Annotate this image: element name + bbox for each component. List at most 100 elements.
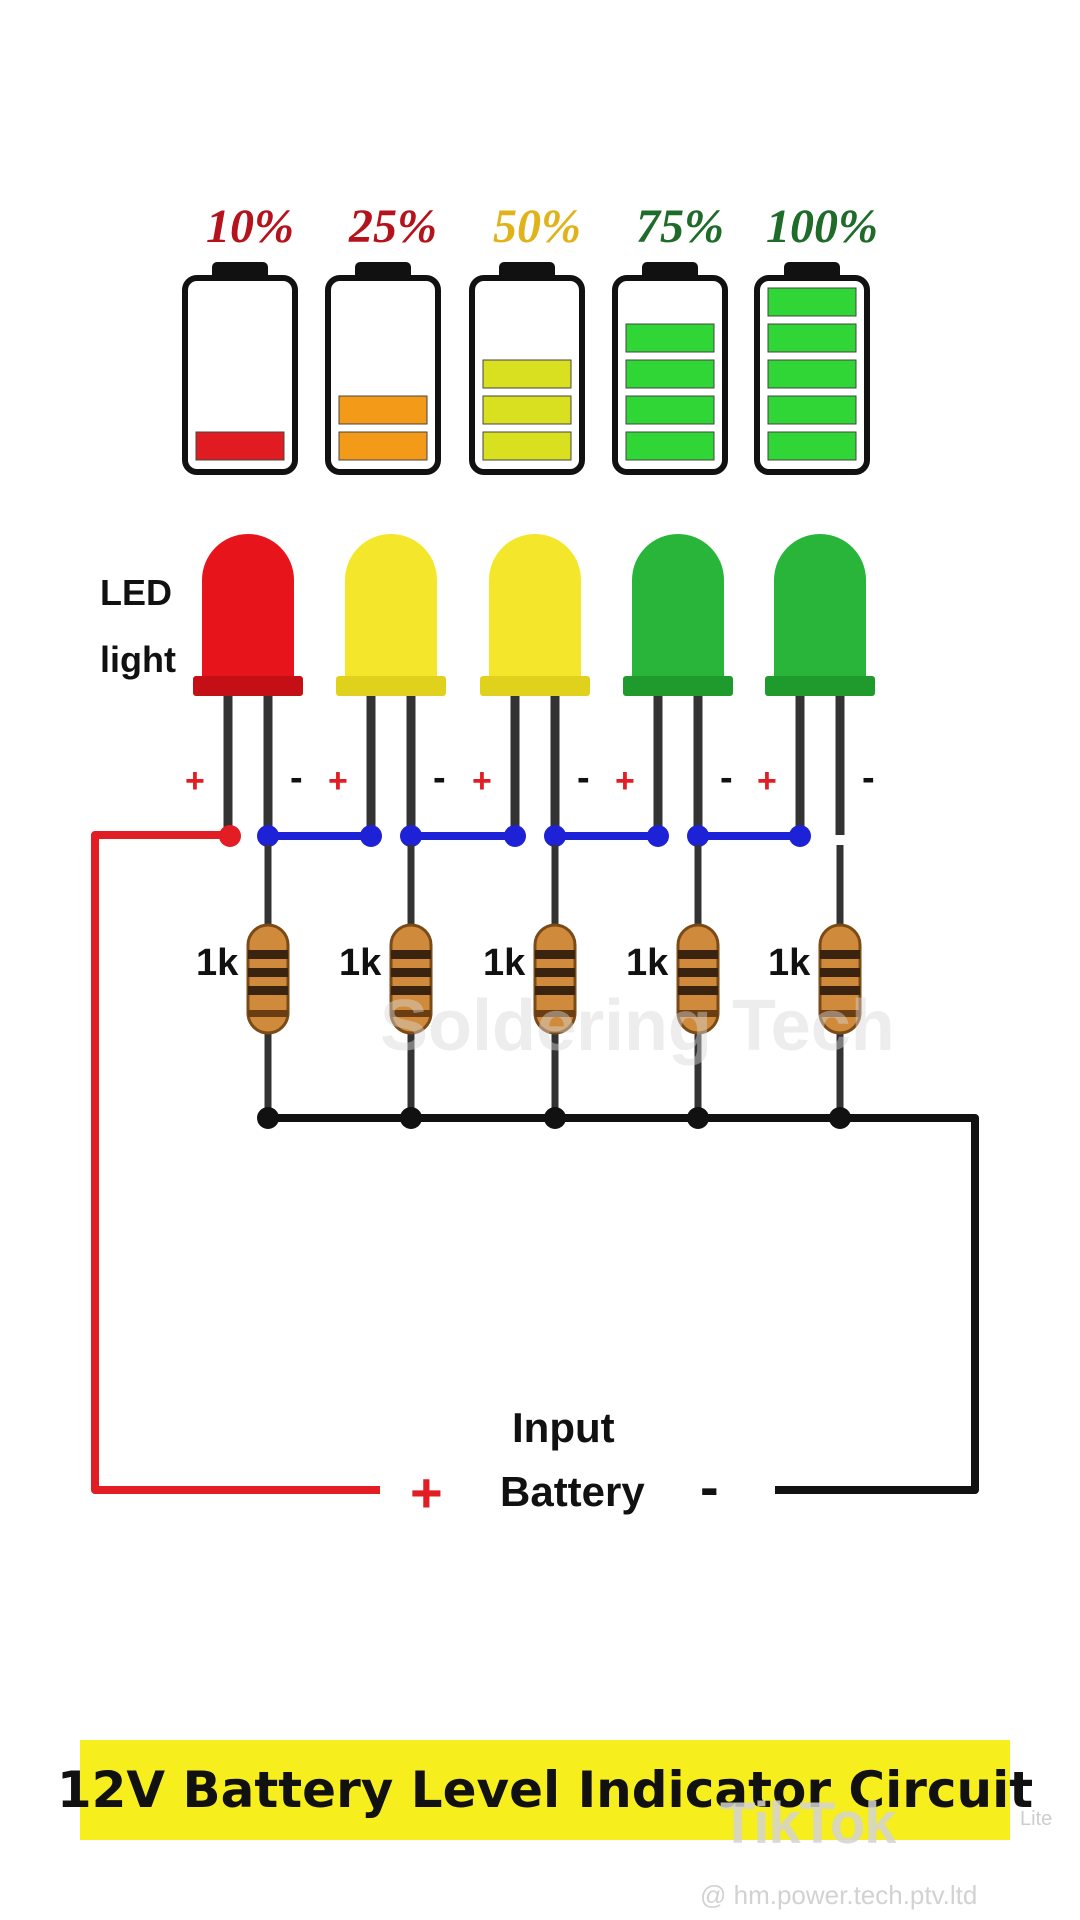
battery-level-bar (625, 395, 715, 425)
resistor-band (391, 1010, 431, 1017)
led-4: +- (615, 534, 733, 835)
battery-level-bar (625, 359, 715, 389)
battery-level-bar (482, 395, 572, 425)
battery-level-bar (482, 359, 572, 389)
resistor-band (248, 1010, 288, 1017)
page-title: 12V Battery Level Indicator Circuit (56, 1761, 1034, 1819)
battery-level-bar (338, 431, 428, 461)
battery-level-bar (482, 431, 572, 461)
battery-percent-label: 25% (348, 200, 437, 253)
battery-percent-label: 10% (206, 200, 294, 253)
led-rim (480, 676, 590, 696)
resistor-band (248, 950, 288, 959)
battery-level-bar (767, 431, 857, 461)
resistor-5: 1k (768, 923, 862, 1035)
resistor-band (820, 950, 860, 959)
resistor-1: 1k (196, 923, 290, 1035)
resistor-band (820, 986, 860, 995)
resistor-2: 1k (339, 923, 433, 1035)
resistor-label: 1k (626, 942, 669, 984)
link-dot (789, 825, 811, 847)
resistor-band (248, 986, 288, 995)
resistor-4: 1k (626, 923, 720, 1035)
led-row: +-+-+-+-+- (185, 534, 875, 835)
led-label-line1: LED (100, 572, 172, 613)
plus-sign: + (757, 762, 777, 800)
battery-level-bar (625, 431, 715, 461)
resistor-band (248, 968, 288, 977)
led-2: +- (328, 534, 446, 835)
resistor-band (678, 1010, 718, 1017)
link-dot (544, 825, 566, 847)
led-5: +- (757, 534, 875, 835)
tiktok-watermark: TikTok (720, 1791, 897, 1856)
link-dot (257, 825, 279, 847)
resistor-band (820, 968, 860, 977)
title-banner: 12V Battery Level Indicator Circuit (57, 1740, 1033, 1840)
resistor-band (391, 950, 431, 959)
resistor-band (535, 950, 575, 959)
resistor-3: 1k (483, 923, 577, 1035)
minus-sign: - (433, 757, 446, 799)
plus-sign: + (472, 762, 492, 800)
battery-level-icons: 10% 25% 50% 75% 100% (182, 200, 878, 475)
led-dome (345, 534, 437, 678)
led-rim (623, 676, 733, 696)
battery-2: 25% (325, 200, 441, 475)
battery-body (182, 275, 298, 475)
plus-sign: + (185, 762, 205, 800)
minus-sign: - (720, 757, 733, 799)
battery-level-bar (625, 323, 715, 353)
resistor-label: 1k (768, 942, 811, 984)
led-3: +- (472, 534, 590, 835)
led-dome (632, 534, 724, 678)
tiktok-lite-label: Lite (1020, 1808, 1053, 1830)
resistor-band (678, 950, 718, 959)
minus-sign: - (862, 757, 875, 799)
link-dot (647, 825, 669, 847)
resistor-row: 1k 1k 1k 1k 1k (196, 923, 862, 1035)
input-label-line2: Battery (500, 1468, 645, 1515)
minus-sign: - (577, 757, 590, 799)
battery-level-bar (338, 395, 428, 425)
resistor-band (391, 986, 431, 995)
resistor-band (535, 1010, 575, 1017)
input-plus-sign: + (410, 1461, 443, 1524)
link-dot (360, 825, 382, 847)
plus-sign: + (328, 762, 348, 800)
battery-level-bar (767, 395, 857, 425)
led-rim (765, 676, 875, 696)
battery-level-bar (767, 359, 857, 389)
led-1: +- (185, 534, 303, 835)
battery-percent-label: 75% (636, 200, 724, 253)
battery-1: 10% (182, 200, 298, 475)
battery-level-bar (195, 431, 285, 461)
positive-wire (91, 831, 380, 1494)
positive-junction-dot (219, 825, 241, 847)
channel-watermark: Soldering Tech (380, 986, 895, 1066)
led-dome (774, 534, 866, 678)
resistor-band (391, 968, 431, 977)
resistor-label: 1k (196, 942, 239, 984)
battery-4: 75% (612, 200, 728, 475)
led-rim (336, 676, 446, 696)
resistor-label: 1k (339, 942, 382, 984)
plus-sign: + (615, 762, 635, 800)
negative-wire (268, 1114, 979, 1494)
handle-watermark: @ hm.power.tech.ptv.ltd (700, 1880, 978, 1910)
input-minus-sign: - (700, 1455, 719, 1518)
minus-sign: - (290, 757, 303, 799)
battery-level-bar (767, 287, 857, 317)
led-dome (202, 534, 294, 678)
resistor-band (535, 968, 575, 977)
battery-3: 50% (469, 200, 585, 475)
input-label-line1: Input (512, 1404, 615, 1451)
resistor-band (820, 1010, 860, 1017)
led-rim (193, 676, 303, 696)
link-dot (400, 825, 422, 847)
battery-percent-label: 50% (493, 200, 581, 253)
wiring (91, 825, 979, 1494)
battery-percent-label: 100% (766, 200, 878, 253)
resistor-band (535, 986, 575, 995)
